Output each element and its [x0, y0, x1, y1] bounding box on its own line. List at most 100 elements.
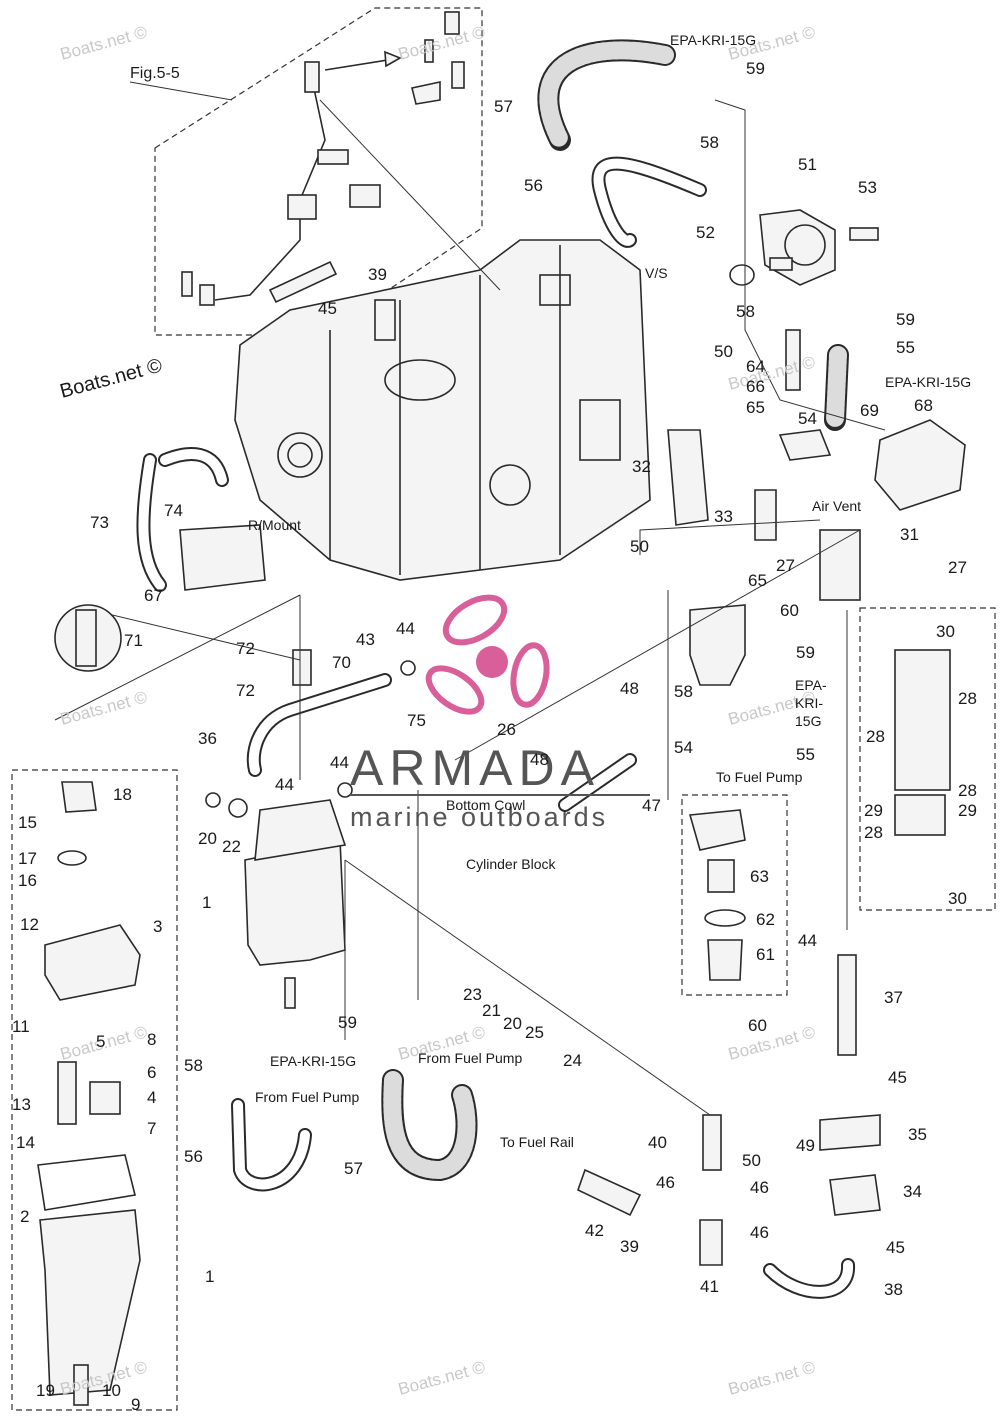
callout-60: 60: [748, 1016, 767, 1035]
hose-spec-part: EPA-: [795, 677, 827, 693]
callout-48: 48: [620, 679, 639, 698]
callout-25: 25: [525, 1023, 544, 1042]
callout-37: 37: [884, 988, 903, 1007]
callout-17: 17: [18, 849, 37, 868]
callout-4: 4: [147, 1088, 156, 1107]
callout-31: 31: [900, 525, 919, 544]
callout-14: 14: [16, 1133, 35, 1152]
note-to-fuel-pump: To Fuel Pump: [716, 769, 803, 785]
callout-58: 58: [700, 133, 719, 152]
callout-67: 67: [144, 586, 163, 605]
callout-48: 48: [530, 750, 549, 769]
callout-54: 54: [798, 409, 817, 428]
callout-51: 51: [798, 155, 817, 174]
callout-30: 30: [936, 622, 955, 641]
callout-22: 22: [222, 837, 241, 856]
fuel-rail-assembly: [181, 11, 465, 306]
note-air-vent: Air Vent: [812, 498, 861, 514]
callout-3: 3: [153, 917, 162, 936]
callout-44: 44: [275, 775, 294, 794]
callout-1: 1: [202, 893, 211, 912]
callout-56: 56: [184, 1147, 203, 1166]
vent-assembly: [819, 529, 951, 836]
callout-30: 30: [948, 889, 967, 908]
note-from-fuel-pump: From Fuel Pump: [255, 1089, 359, 1105]
callout-9: 9: [131, 1395, 140, 1414]
upper-hoses: [537, 39, 849, 431]
sensor-and-bracket-parts: [667, 419, 966, 541]
callout-33: 33: [714, 507, 733, 526]
callout-28: 28: [958, 689, 977, 708]
callout-57: 57: [494, 97, 513, 116]
callout-27: 27: [776, 556, 795, 575]
callout-15: 15: [18, 813, 37, 832]
callout-42: 42: [585, 1221, 604, 1240]
callout-7: 7: [147, 1119, 156, 1138]
callout-50: 50: [714, 342, 733, 361]
callout-28: 28: [866, 727, 885, 746]
hose-spec-label: EPA-KRI-15G: [885, 374, 971, 390]
callout-50: 50: [742, 1151, 761, 1170]
right-pipes: [577, 954, 881, 1299]
figure-reference: Fig.5-5: [130, 65, 180, 82]
callout-59: 59: [746, 59, 765, 78]
note-cylinder-block: Cylinder Block: [466, 856, 556, 872]
callout-55: 55: [896, 338, 915, 357]
callout-26: 26: [497, 720, 516, 739]
armada-logo: ARMADA marine outboards: [350, 594, 650, 832]
callout-61: 61: [756, 945, 775, 964]
callout-58: 58: [674, 682, 693, 701]
callout-43: 43: [356, 630, 375, 649]
callout-28: 28: [864, 823, 883, 842]
callout-46: 46: [750, 1178, 769, 1197]
callout-35: 35: [908, 1125, 927, 1144]
callout-58: 58: [184, 1056, 203, 1075]
callout-5: 5: [96, 1032, 105, 1051]
callout-34: 34: [903, 1182, 922, 1201]
callout-56: 56: [524, 176, 543, 195]
callout-64: 64: [746, 357, 765, 376]
callout-60: 60: [780, 601, 799, 620]
callout-47: 47: [642, 796, 661, 815]
note-to-fuel-rail: To Fuel Rail: [500, 1134, 574, 1150]
watermark: Boats.net ©: [58, 687, 149, 729]
watermark: Boats.net ©: [58, 22, 149, 64]
callout-54: 54: [674, 738, 693, 757]
callout-45: 45: [318, 299, 337, 318]
fuel-filter: [688, 604, 746, 981]
callout-10: 10: [102, 1381, 121, 1400]
credit-text: Boats.net ©: [58, 354, 165, 402]
middle-hoses: [136, 447, 637, 1192]
callout-72: 72: [236, 681, 255, 700]
hose-spec-label: EPA-KRI-15G: [270, 1053, 356, 1069]
callout-16: 16: [18, 871, 37, 890]
callout-66: 66: [746, 377, 765, 396]
callout-44: 44: [396, 619, 415, 638]
callout-71: 71: [124, 631, 143, 650]
callout-20: 20: [503, 1014, 522, 1033]
callout-27: 27: [948, 558, 967, 577]
callout-29: 29: [958, 801, 977, 820]
callout-44: 44: [798, 931, 817, 950]
callout-38: 38: [884, 1280, 903, 1299]
callout-12: 12: [20, 915, 39, 934]
callout-40: 40: [648, 1133, 667, 1152]
leader-lines: [54, 81, 886, 1116]
callout-73: 73: [90, 513, 109, 532]
callout-6: 6: [147, 1063, 156, 1082]
brand-name: ARMADA: [350, 740, 600, 796]
watermark: Boats.net ©: [396, 22, 487, 64]
callout-11: 11: [12, 1017, 30, 1036]
callout-23: 23: [463, 985, 482, 1004]
watermark: Boats.net ©: [396, 1357, 487, 1399]
callout-21: 21: [482, 1001, 501, 1020]
callout-8: 8: [147, 1030, 156, 1049]
callout-1: 1: [205, 1267, 214, 1286]
callout-65: 65: [748, 571, 767, 590]
callout-45: 45: [888, 1068, 907, 1087]
hose-spec-part: 15G: [795, 713, 821, 729]
callout-59: 59: [338, 1013, 357, 1032]
callout-28: 28: [958, 781, 977, 800]
high-pressure-pump: [729, 209, 879, 286]
